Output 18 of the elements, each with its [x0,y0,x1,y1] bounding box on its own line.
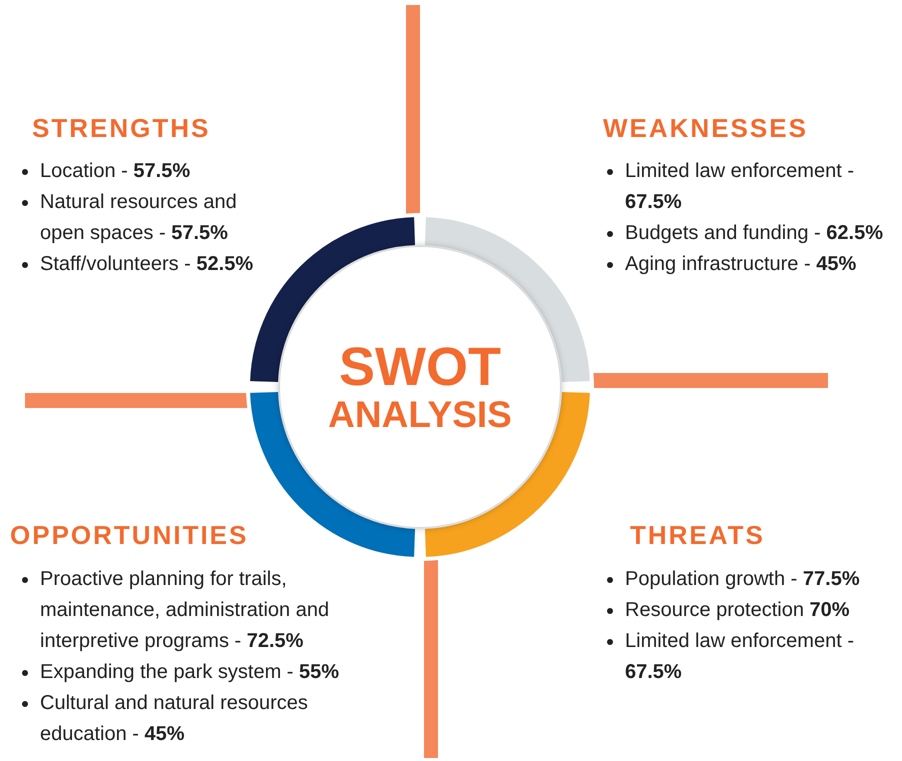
bullet-item: Aging infrastructure - 45% [625,253,856,275]
quadrant-heading: WEAKNESSES [603,113,808,144]
quadrant-heading: THREATS [630,520,765,551]
bullet-item: Resource protection 70% [625,599,850,621]
bullet-item: Limited law enforcement - 67.5% [625,160,854,213]
bullet-item: Cultural and natural resources education - 45% [40,692,308,745]
title-text: ANALYSIS [328,396,512,435]
title-text: SWOT [339,339,501,396]
bullet-item: Budgets and funding - 62.5% [625,222,883,244]
bullet-item: Location - 57.5% [40,160,190,182]
bullet-item: Proactive planning for trails, maintenance, administration and interpretive programs - 72.5% [40,568,330,652]
bullet-item: Expanding the park system - 55% [40,661,340,683]
bullet-item: Natural resources and open spaces - 57.5% [40,191,237,244]
bullet-item: Limited law enforcement - 67.5% [625,630,854,683]
quadrant-heading: OPPORTUNITIES [10,520,248,551]
bullet-item: Population growth - 77.5% [625,568,860,590]
quadrant-heading: STRENGTHS [32,113,210,144]
bullet-item: Staff/volunteers - 52.5% [40,253,254,275]
